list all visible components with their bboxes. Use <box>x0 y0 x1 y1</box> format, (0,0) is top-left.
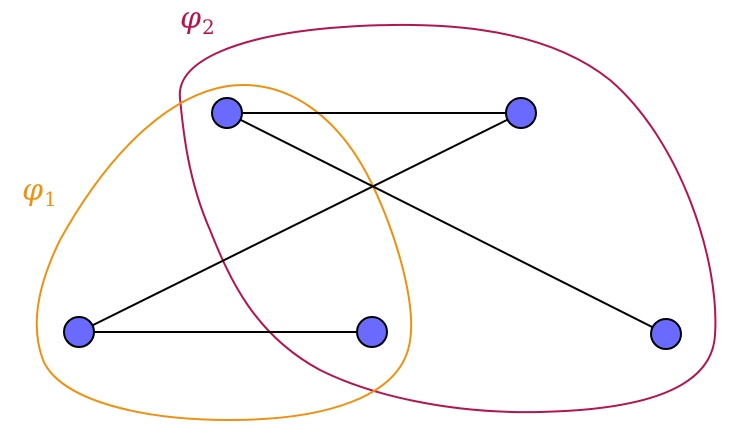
edge-top-left-bottom-right <box>226 112 667 335</box>
node-bottom-middle[interactable] <box>356 316 388 348</box>
node-bottom-left[interactable] <box>63 316 95 348</box>
phi1-symbol: φ <box>22 173 44 208</box>
edge-top-right-bottom-left <box>78 112 522 333</box>
node-bottom-right[interactable] <box>650 318 682 350</box>
node-top-right[interactable] <box>505 97 537 129</box>
hyperedge-phi1-outline <box>35 84 412 422</box>
phi1-subscript: 1 <box>44 187 57 211</box>
phi2-symbol: φ <box>180 1 202 36</box>
node-top-left[interactable] <box>211 97 243 129</box>
hyperedge-phi2-label: φ2 <box>180 1 215 38</box>
hyperedge-phi2-outline <box>178 23 717 414</box>
phi2-subscript: 2 <box>202 15 215 39</box>
hyperedge-phi1-label: φ1 <box>22 173 57 210</box>
